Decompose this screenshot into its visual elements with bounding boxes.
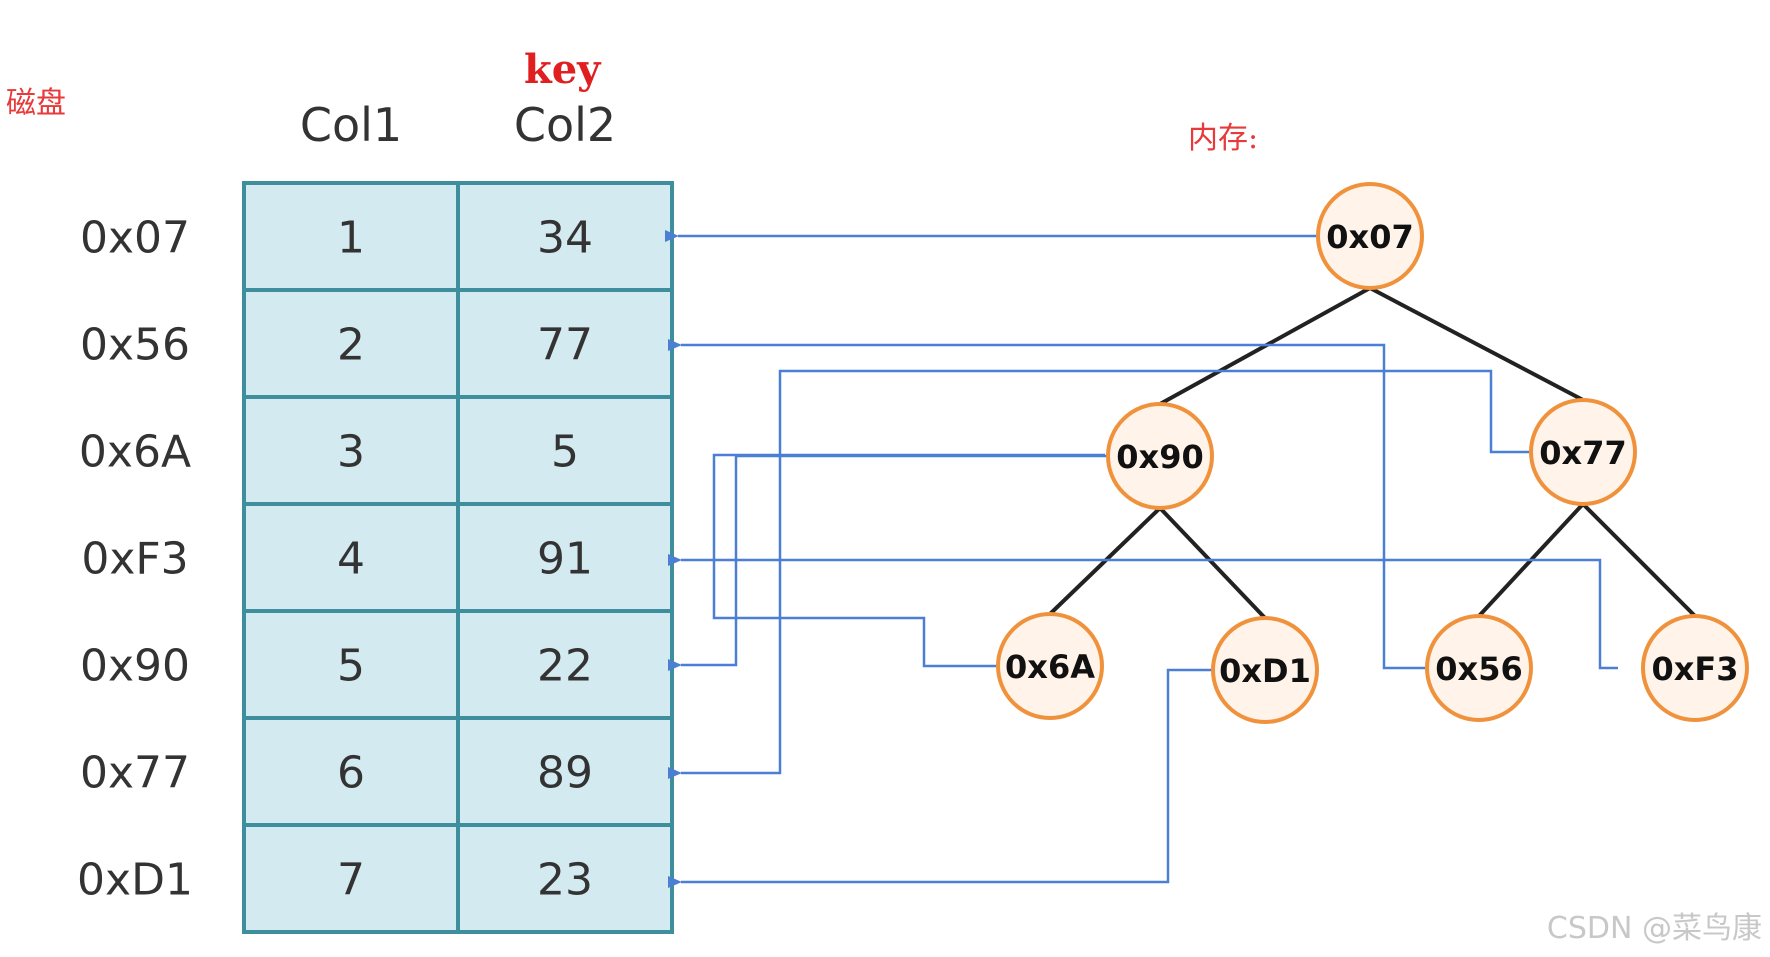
tree-node-label: 0x90 [1116,438,1203,476]
tree-node: 0x77 [1529,398,1637,506]
table-cell-col2: 34 [537,213,593,264]
row-address-label: 0xF3 [81,534,188,585]
tree-node: 0x6A [996,612,1104,720]
watermark: CSDN @菜鸟康 [1546,911,1762,946]
row-address-label: 0x56 [80,320,190,371]
table-cell-col1: 3 [337,427,365,478]
table-cell-col1: 7 [337,855,365,906]
tree-node-circle [1641,614,1749,722]
tree-node-label: 0xF3 [1651,650,1738,688]
tree-node-circle [1425,614,1533,722]
tree-node-circle [1316,182,1424,290]
tree-node: 0x07 [1316,182,1424,290]
key-label: key [524,46,601,93]
tree-node-circle [1211,616,1319,724]
table-cell-col1: 1 [337,213,365,264]
row-address-label: 0x6A [79,427,191,478]
table-cell-col1: 2 [337,320,365,371]
table-cell-col2: 5 [551,427,579,478]
table-cell-col2: 91 [537,534,593,585]
disk-label: 磁盘 [6,86,66,121]
row-address-label: 0x77 [80,748,190,799]
table-cell-col2: 22 [537,641,593,692]
table-cell-col1: 4 [337,534,365,585]
pointer-line [668,668,1213,888]
tree-node-label: 0xD1 [1219,652,1311,690]
disk-table: 0x07 1 34 0x56 2 77 0x6A 3 5 0xF3 4 91 0x90 5 22 0x77 6 8… [77,181,674,934]
tree-node-circle [996,612,1104,720]
pointer-line [668,454,1108,671]
tree-node: 0x56 [1425,614,1533,722]
tree-node: 0xD1 [1211,616,1319,724]
tree-node-label: 0x56 [1435,650,1522,688]
table-cell-col1: 5 [337,641,365,692]
tree-node: 0xF3 [1641,614,1749,722]
memory-label: 内存: [1188,121,1259,156]
column-header-col2: Col2 [513,98,617,152]
tree-node-label: 0x77 [1539,434,1626,472]
column-header-col1: Col1 [299,98,403,152]
tree-edge [1369,286,1584,402]
pointer-line [668,554,1618,670]
pointer-lines [665,230,1618,888]
tree-node-circle [1529,398,1637,506]
tree-node-label: 0x07 [1326,218,1413,256]
row-address-label: 0x07 [80,213,190,264]
table-cell-col2: 23 [537,855,593,906]
tree-node-label: 0x6A [1005,648,1095,686]
pointer-line [668,339,1427,670]
tree-nodes: 0x07 0x90 0x77 0x6A 0xD1 0x56 0xF3 [996,182,1749,724]
row-address-label: 0xD1 [77,855,193,906]
table-cell-col2: 89 [537,748,593,799]
tree-node-circle [1106,402,1214,510]
table-cell-col2: 77 [537,320,593,371]
tree-node: 0x90 [1106,402,1214,510]
row-address-label: 0x90 [80,641,190,692]
tree-edge [1581,502,1697,618]
pointer-line [668,369,1531,779]
tree-edge [1158,506,1267,620]
table-cell-col1: 6 [337,748,365,799]
